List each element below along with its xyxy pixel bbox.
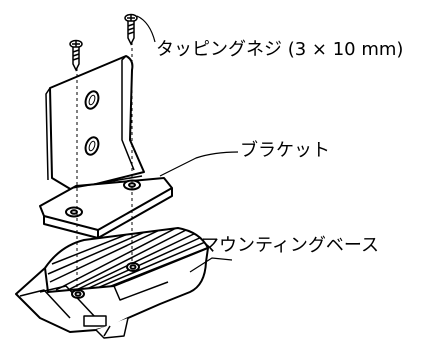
tapping-screw-left — [69, 39, 83, 72]
mounting-base — [15, 227, 209, 339]
leader-lines — [136, 15, 239, 273]
bracket — [39, 55, 173, 239]
tapping-screw-right — [124, 13, 138, 46]
screw-leader — [136, 15, 156, 43]
screw-label: タッピングネジ (3 × 10 mm) — [156, 39, 404, 60]
alignment-lines — [76, 36, 133, 290]
bracket-label: ブラケット — [240, 140, 330, 161]
mounting-base-label: マウンティングベース — [201, 235, 380, 256]
bracket-leader — [159, 151, 239, 177]
base-leader — [189, 257, 233, 273]
